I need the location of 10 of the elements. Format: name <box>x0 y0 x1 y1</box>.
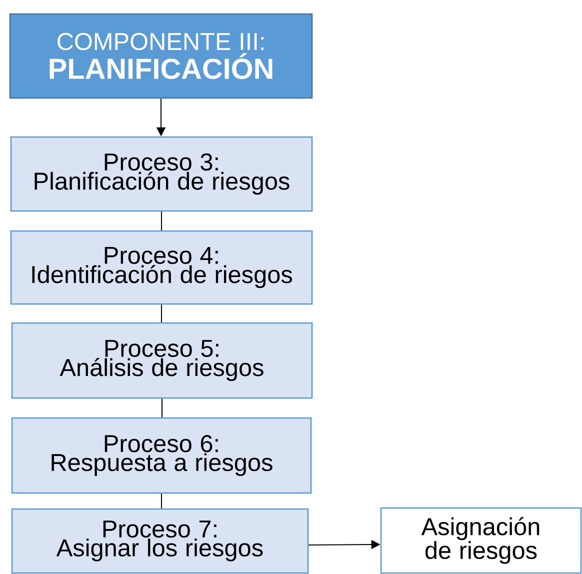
process-box: Proceso 3: Planificación de riesgos <box>10 136 313 212</box>
result-box: Asignación de riesgos <box>380 507 582 574</box>
connector-line <box>161 493 162 509</box>
connector-line <box>161 304 162 323</box>
process-box: Proceso 5: Análisis de riesgos <box>11 322 313 399</box>
process-box: Proceso 7: Asignar los riesgos <box>11 508 309 574</box>
connector-line <box>161 211 162 231</box>
process-box: Proceso 6: Respuesta a riesgos <box>11 417 312 494</box>
process-box: Proceso 4: Identificación de riesgos <box>10 230 313 305</box>
heading-box: COMPONENTE III: PLANIFICACIÓN <box>9 13 313 99</box>
